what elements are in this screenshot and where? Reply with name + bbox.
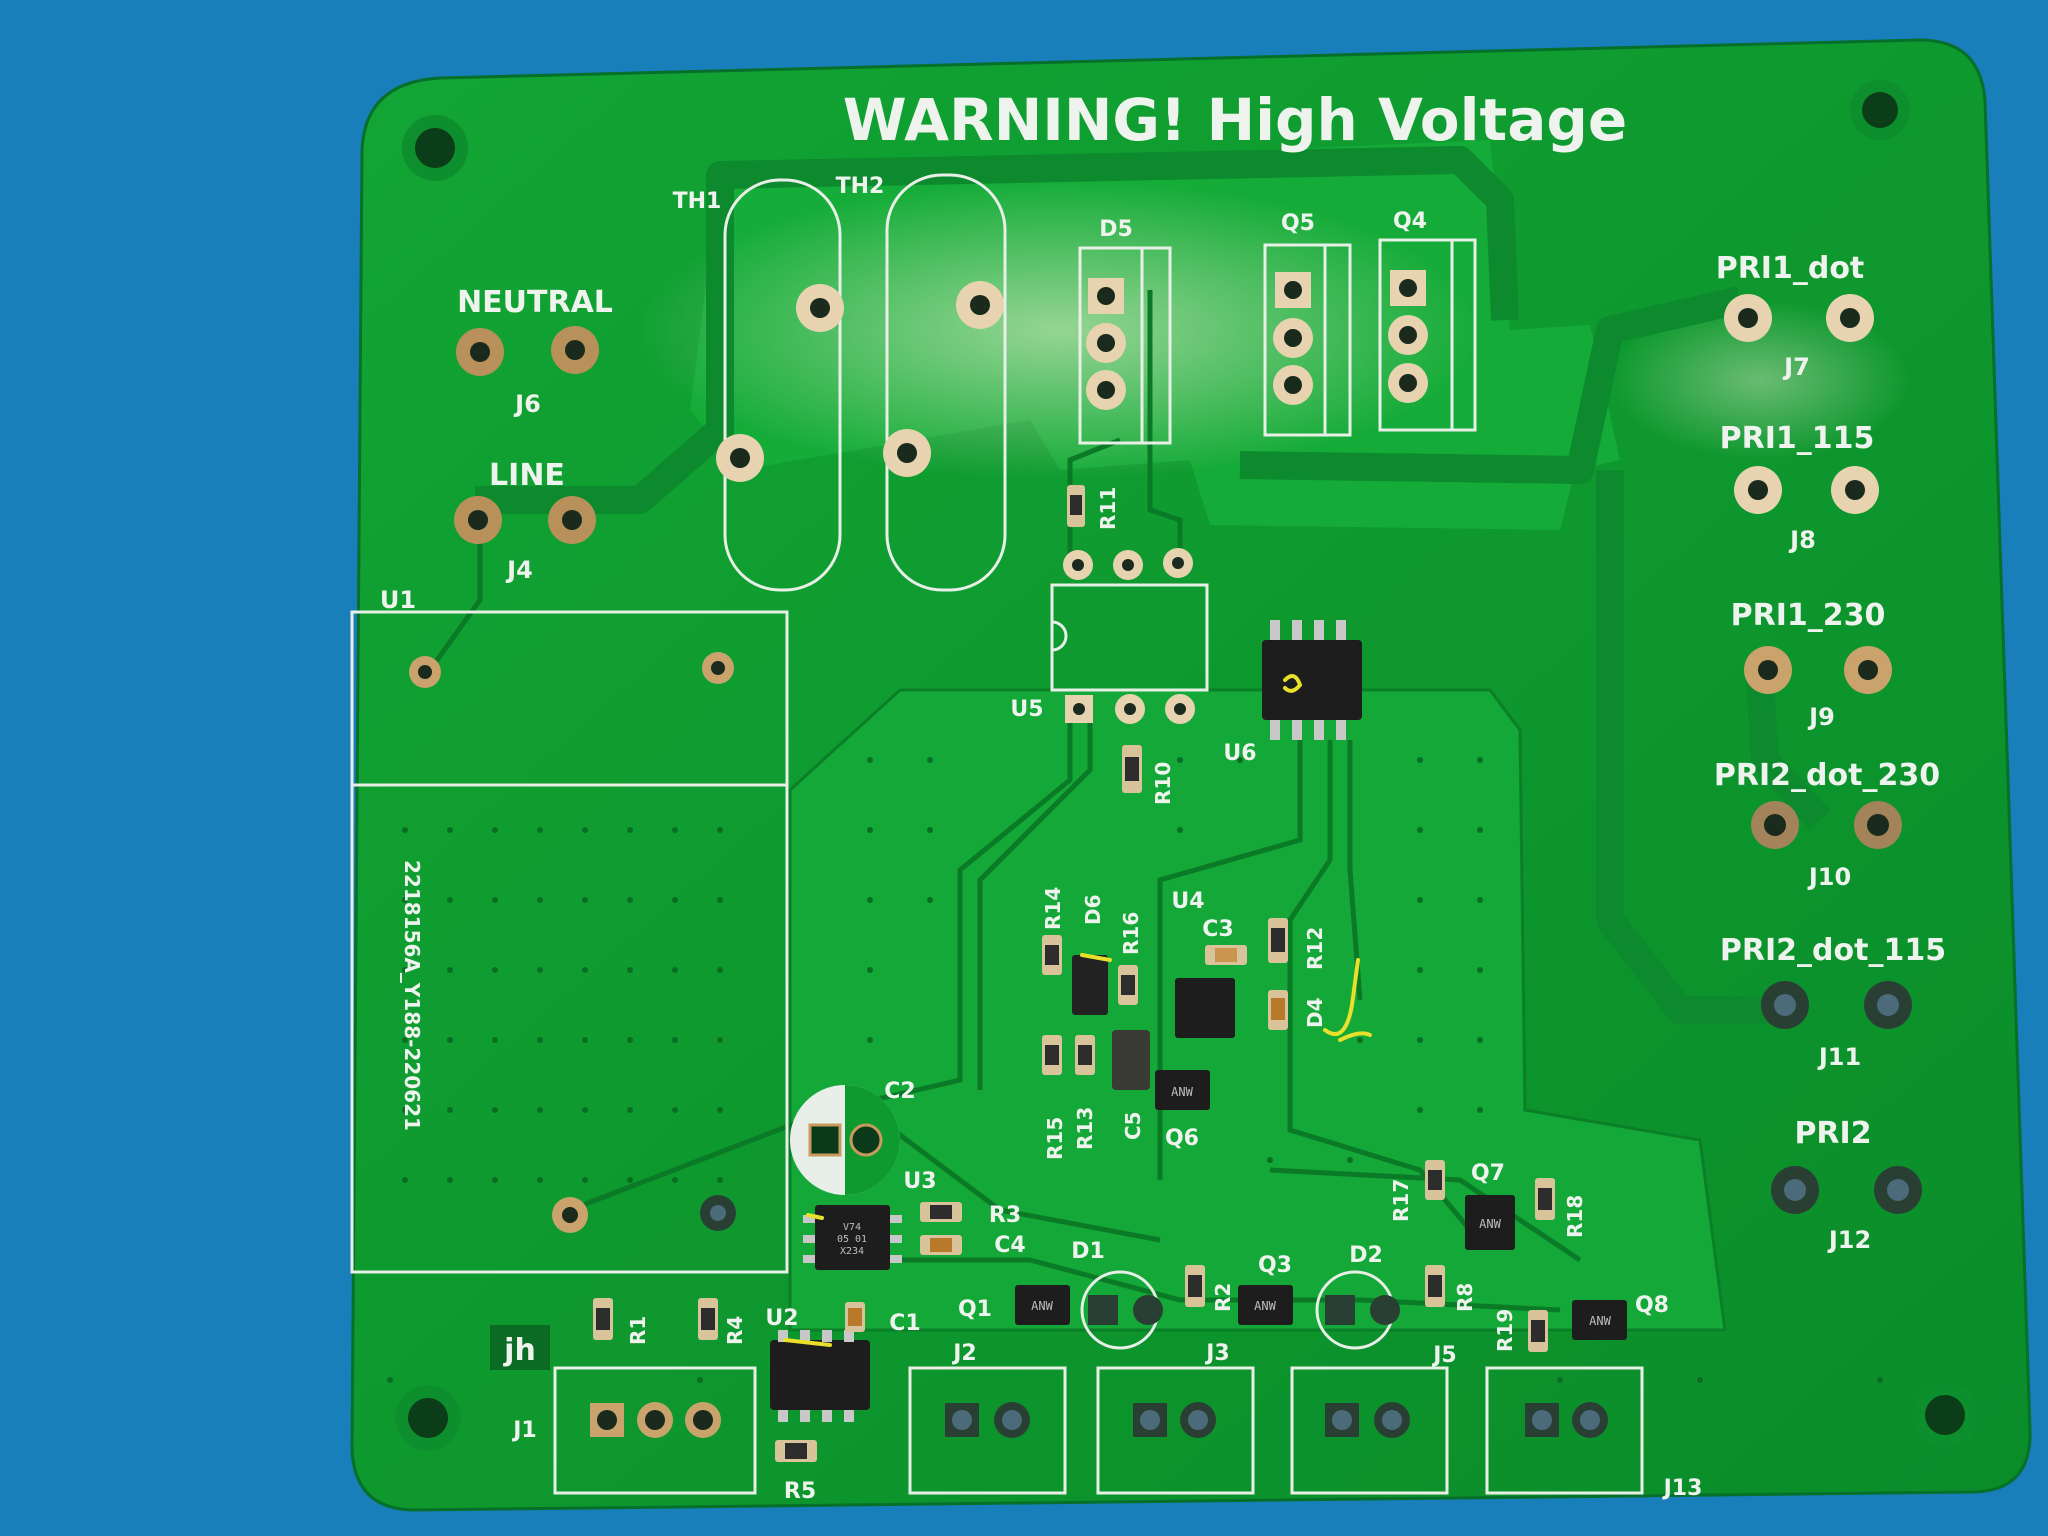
label-d4: D4 [1303,997,1327,1028]
smd-chips [770,640,1627,1410]
label-pri2: PRI2 [1794,1116,1871,1151]
label-r13: R13 [1073,1107,1097,1150]
warning-title: WARNING! High Voltage [843,86,1627,154]
q1-marking: ANW [1031,1299,1053,1313]
label-r1: R1 [626,1316,650,1345]
signal-traces [427,290,1582,1313]
label-j2: J2 [951,1341,977,1366]
label-pri1-115: PRI1_115 [1720,421,1875,456]
label-j6: J6 [513,390,541,418]
hv-traces [475,146,1831,1024]
label-line: LINE [489,458,565,493]
tht-pads-connectors [590,1295,1608,1438]
label-u2: U2 [765,1306,798,1331]
label-r12: R12 [1303,927,1327,970]
label-r18: R18 [1563,1195,1587,1238]
label-c2: C2 [884,1079,915,1104]
label-c4: C4 [994,1233,1025,1258]
label-r15: R15 [1043,1117,1067,1160]
label-j9: J9 [1807,703,1835,731]
marker-annotations [783,674,1372,1347]
label-u6: U6 [1223,741,1256,766]
q6-marking: ANW [1171,1085,1193,1099]
label-r16: R16 [1119,912,1143,955]
label-neutral: NEUTRAL [457,285,613,320]
label-q8: Q8 [1635,1293,1669,1318]
u4-chip [1175,978,1235,1038]
label-r4: R4 [723,1316,747,1345]
q8-marking: ANW [1589,1314,1611,1328]
label-j11: J11 [1817,1043,1861,1071]
tht-pads-hv [409,270,1922,1233]
label-r10: R10 [1151,762,1175,805]
q3-marking: ANW [1254,1299,1276,1313]
label-c5: C5 [1121,1111,1145,1140]
label-j5: J5 [1431,1343,1457,1368]
label-u1: U1 [380,586,416,614]
label-q7: Q7 [1471,1161,1505,1186]
label-d2: D2 [1349,1243,1383,1268]
label-pri1-230: PRI1_230 [1731,598,1886,633]
label-pri2-dot-115: PRI2_dot_115 [1720,933,1946,968]
mounting-holes [395,80,1978,1451]
label-r2: R2 [1211,1283,1235,1312]
label-r8: R8 [1453,1283,1477,1312]
label-r11: R11 [1096,487,1120,530]
label-d5: D5 [1099,217,1133,242]
label-q6: Q6 [1165,1126,1199,1151]
q6-chip [1155,1070,1210,1110]
q1-chip [1015,1285,1070,1325]
label-q5: Q5 [1281,211,1315,236]
capacitor-c2 [790,1085,900,1195]
label-u3: U3 [903,1169,936,1194]
label-u4: U4 [1171,889,1204,914]
label-r3: R3 [989,1203,1021,1228]
q8-chip [1572,1300,1627,1340]
label-j12: J12 [1827,1226,1871,1254]
thermistor-footprints [723,173,1007,592]
via-grid [387,757,1883,1383]
smd-passives [593,485,1555,1462]
label-q4: Q4 [1393,209,1427,234]
label-r19: R19 [1493,1309,1517,1352]
label-r5: R5 [784,1479,816,1504]
label-th1: TH1 [673,189,722,214]
d6-chip [1072,955,1108,1015]
lv-copper-pour [788,688,1727,1332]
label-j8: J8 [1788,526,1816,554]
label-d6: D6 [1081,894,1105,925]
serial-number: 2218156A_Y188-220621 [400,860,424,1131]
label-pri2-dot-230: PRI2_dot_230 [1714,758,1940,793]
label-c3: C3 [1202,917,1233,942]
label-r14: R14 [1041,887,1065,930]
label-u5: U5 [1010,697,1043,722]
label-j3: J3 [1204,1341,1230,1366]
q7-marking: ANW [1479,1217,1501,1231]
jh-logo: jh [503,1333,536,1368]
label-j13: J13 [1662,1476,1703,1501]
label-pri1-dot: PRI1_dot [1716,251,1865,286]
label-th2: TH2 [836,174,885,199]
label-j4: J4 [505,556,533,584]
label-d1: D1 [1071,1239,1105,1264]
u3-chip [815,1205,890,1270]
label-j7: J7 [1782,353,1810,381]
c5-cap [1112,1030,1150,1090]
u6-chip [1262,640,1362,720]
q7-chip [1465,1195,1515,1250]
label-q3: Q3 [1258,1253,1292,1278]
label-r17: R17 [1389,1179,1413,1222]
label-q1: Q1 [958,1297,992,1322]
label-j1: J1 [511,1418,537,1443]
light-glare [640,180,1480,480]
label-c1: C1 [889,1311,920,1336]
q3-chip [1238,1285,1293,1325]
label-j10: J10 [1807,863,1851,891]
jh-logo-block [490,1325,550,1370]
u2-chip [770,1340,870,1410]
